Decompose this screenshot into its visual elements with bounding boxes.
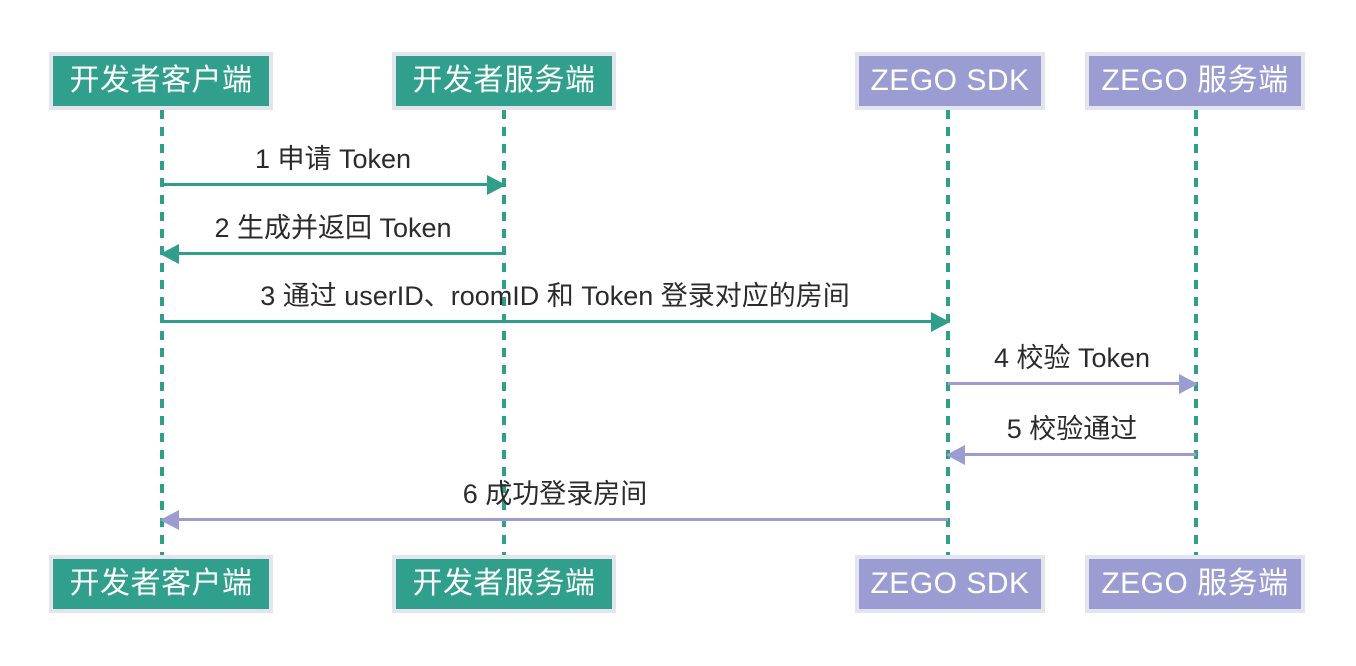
actor-footer-zego-sdk: ZEGO SDK <box>855 555 1045 613</box>
actor-header-zego-sdk: ZEGO SDK <box>855 52 1045 110</box>
message-5-label: 5 校验通过 <box>1006 414 1138 445</box>
lifeline-zego-sdk <box>946 110 950 555</box>
message-1-arrowhead-icon <box>487 175 506 195</box>
lifeline-dev-server <box>502 110 506 555</box>
actor-header-dev-client: 开发者客户端 <box>49 52 273 110</box>
message-5-arrowhead-icon <box>946 445 965 465</box>
message-3-label: 3 通过 userID、roomID 和 Token 登录对应的房间 <box>260 281 850 312</box>
actor-header-zego-server-label: ZEGO 服务端 <box>1101 64 1289 97</box>
message-6-line <box>162 518 948 521</box>
actor-footer-zego-sdk-label: ZEGO SDK <box>870 567 1030 600</box>
message-6-label: 6 成功登录房间 <box>462 479 648 510</box>
message-1-label: 1 申请 Token <box>254 144 412 175</box>
actor-header-dev-server-label: 开发者服务端 <box>412 64 596 97</box>
actor-footer-dev-client-label: 开发者客户端 <box>69 567 253 600</box>
message-3-arrowhead-icon <box>931 312 950 332</box>
message-4-label: 4 校验 Token <box>993 343 1151 374</box>
actor-footer-zego-server: ZEGO 服务端 <box>1085 555 1305 613</box>
actor-footer-dev-server: 开发者服务端 <box>392 555 616 613</box>
lifeline-zego-server <box>1194 110 1198 555</box>
message-4-line <box>948 382 1196 385</box>
message-4-arrowhead-icon <box>1179 374 1198 394</box>
message-1-line <box>162 183 504 186</box>
actor-footer-dev-server-label: 开发者服务端 <box>412 567 596 600</box>
actor-header-zego-sdk-label: ZEGO SDK <box>870 64 1030 97</box>
actor-footer-dev-client: 开发者客户端 <box>49 555 273 613</box>
message-2-label: 2 生成并返回 Token <box>214 213 452 244</box>
actor-footer-zego-server-label: ZEGO 服务端 <box>1101 567 1289 600</box>
message-3-line <box>162 320 948 323</box>
message-6-arrowhead-icon <box>160 510 179 530</box>
message-2-arrowhead-icon <box>160 244 179 264</box>
actor-header-dev-client-label: 开发者客户端 <box>69 64 253 97</box>
lifeline-dev-client <box>160 110 164 555</box>
actor-header-zego-server: ZEGO 服务端 <box>1085 52 1305 110</box>
message-2-line <box>162 252 504 255</box>
message-5-line <box>948 453 1196 456</box>
actor-header-dev-server: 开发者服务端 <box>392 52 616 110</box>
